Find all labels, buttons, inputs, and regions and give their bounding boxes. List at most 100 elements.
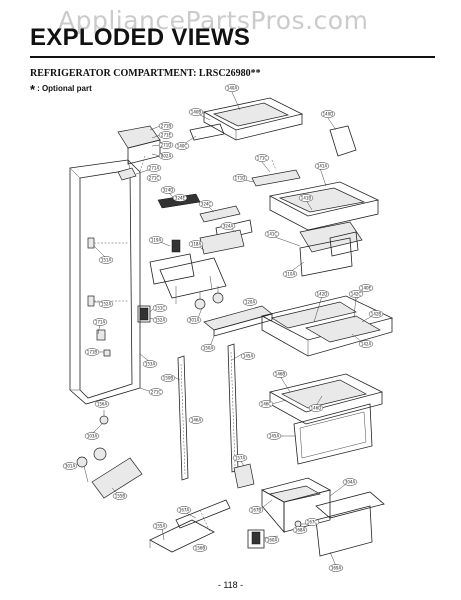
tag-167a: 167A bbox=[176, 506, 192, 514]
tag-271b: 271B bbox=[158, 122, 174, 130]
svg-text:324D: 324D bbox=[163, 188, 174, 193]
svg-text:168A: 168A bbox=[295, 528, 306, 533]
tag-145a-rail: 145A bbox=[240, 352, 256, 360]
tag-168a: 168A bbox=[292, 526, 308, 534]
optional-star-mark: * bbox=[30, 82, 36, 97]
svg-text:271C: 271C bbox=[149, 176, 160, 181]
tag-324d: 324D bbox=[160, 186, 176, 194]
tag-146c: 146C bbox=[258, 400, 274, 408]
svg-text:140B: 140B bbox=[191, 110, 202, 115]
svg-text:802A: 802A bbox=[161, 154, 172, 159]
tag-151a: 151A bbox=[98, 256, 114, 264]
optional-part-note: *: Optional part bbox=[30, 82, 92, 97]
svg-text:324A: 324A bbox=[223, 224, 234, 229]
svg-text:271D: 271D bbox=[161, 143, 172, 148]
tag-271d: 271D bbox=[158, 141, 174, 149]
tag-301a: 301A bbox=[62, 462, 78, 470]
cold-air-tube bbox=[149, 193, 253, 304]
tag-171c: 171C bbox=[254, 154, 270, 162]
tag-156a: 156A bbox=[94, 400, 110, 408]
tag-119a: 119A bbox=[148, 236, 164, 244]
tag-141b: 141B bbox=[298, 194, 314, 202]
tag-103a: 103A bbox=[84, 432, 100, 440]
tag-140c: 140C bbox=[174, 142, 190, 150]
svg-text:152A: 152A bbox=[101, 302, 112, 307]
svg-text:171B: 171B bbox=[87, 350, 98, 355]
tag-151c: 151C bbox=[152, 304, 168, 312]
svg-text:167A: 167A bbox=[179, 508, 190, 513]
svg-text:171C: 171C bbox=[257, 156, 268, 161]
cabinet-liner bbox=[69, 159, 141, 405]
svg-text:141C: 141C bbox=[267, 232, 278, 237]
tag-150b: 150B bbox=[160, 374, 176, 382]
tag-140a: 140A bbox=[224, 84, 240, 92]
svg-text:324E: 324E bbox=[175, 196, 186, 201]
svg-text:140E: 140E bbox=[361, 286, 372, 291]
tag-155a: 155A bbox=[152, 522, 168, 530]
svg-text:151C: 151C bbox=[155, 306, 166, 311]
section-subtitle: REFRIGERATOR COMPARTMENT: LRSC26980** bbox=[30, 68, 261, 79]
svg-text:155B: 155B bbox=[115, 494, 126, 499]
tag-142b: 142B bbox=[368, 310, 384, 318]
svg-text:146D: 146D bbox=[311, 406, 322, 411]
tag-171d: 171D bbox=[232, 174, 248, 182]
svg-text:145A: 145A bbox=[269, 434, 280, 439]
svg-text:160A: 160A bbox=[267, 538, 278, 543]
svg-text:120A: 120A bbox=[245, 300, 256, 305]
tag-142a: 142A bbox=[358, 340, 374, 348]
tag-146b: 146B bbox=[272, 370, 288, 378]
tag-142d: 142D bbox=[314, 290, 330, 298]
shelf-bar bbox=[251, 159, 301, 187]
watermark: AppliancePartsPros.com bbox=[58, 6, 369, 35]
tag-169a: 169A bbox=[328, 564, 344, 572]
tag-141c: 141C bbox=[264, 230, 280, 238]
svg-text:142D: 142D bbox=[317, 292, 328, 297]
tag-167c: 167C bbox=[304, 518, 320, 526]
tag-156b: 156B bbox=[192, 544, 208, 552]
svg-text:145A: 145A bbox=[243, 354, 254, 359]
svg-text:150A: 150A bbox=[203, 346, 214, 351]
svg-text:118A: 118A bbox=[191, 242, 202, 247]
svg-text:271A: 271A bbox=[149, 166, 160, 171]
tag-146d: 146D bbox=[308, 404, 324, 412]
svg-text:156A: 156A bbox=[97, 402, 108, 407]
tag-157a: 157A bbox=[232, 454, 248, 462]
tag-120a: 120A bbox=[242, 298, 258, 306]
svg-text:157A: 157A bbox=[235, 456, 246, 461]
svg-text:110A: 110A bbox=[285, 272, 296, 277]
top-shelf bbox=[189, 97, 357, 157]
tag-155b: 155B bbox=[112, 492, 128, 500]
svg-text:324C: 324C bbox=[201, 202, 212, 207]
svg-text:146A: 146A bbox=[191, 418, 202, 423]
tag-140e: 140E bbox=[358, 284, 374, 292]
svg-text:155A: 155A bbox=[155, 524, 166, 529]
tag-118a: 118A bbox=[188, 240, 204, 248]
tag-324a: 324A bbox=[220, 222, 236, 230]
tag-146a: 146A bbox=[188, 416, 204, 424]
tag-142c: 142C bbox=[348, 290, 364, 298]
tag-152a-left: 152A bbox=[98, 300, 114, 308]
svg-text:146B: 146B bbox=[275, 372, 286, 377]
tag-141a: 141A bbox=[314, 162, 330, 170]
tag-301a-upper: 301A bbox=[186, 316, 202, 324]
svg-text:271C: 271C bbox=[151, 390, 162, 395]
tag-153a: 153A bbox=[142, 360, 158, 368]
svg-text:141B: 141B bbox=[301, 196, 312, 201]
page-number: - 118 - bbox=[217, 580, 244, 590]
svg-text:142B: 142B bbox=[371, 312, 382, 317]
svg-text:140A: 140A bbox=[227, 86, 238, 91]
svg-text:169A: 169A bbox=[331, 566, 342, 571]
tag-171a: 171A bbox=[92, 318, 108, 326]
tag-271a: 271A bbox=[146, 164, 162, 172]
tag-152a: 152A bbox=[152, 316, 168, 324]
svg-text:152A: 152A bbox=[155, 318, 166, 323]
svg-text:142A: 142A bbox=[361, 342, 372, 347]
svg-text:271E: 271E bbox=[161, 133, 172, 138]
svg-text:103A: 103A bbox=[87, 434, 98, 439]
svg-text:271B: 271B bbox=[161, 124, 172, 129]
svg-text:142C: 142C bbox=[351, 292, 362, 297]
dispenser-cover-assembly bbox=[117, 125, 161, 181]
shelf-rails bbox=[177, 343, 239, 481]
leveling-legs bbox=[76, 410, 143, 499]
